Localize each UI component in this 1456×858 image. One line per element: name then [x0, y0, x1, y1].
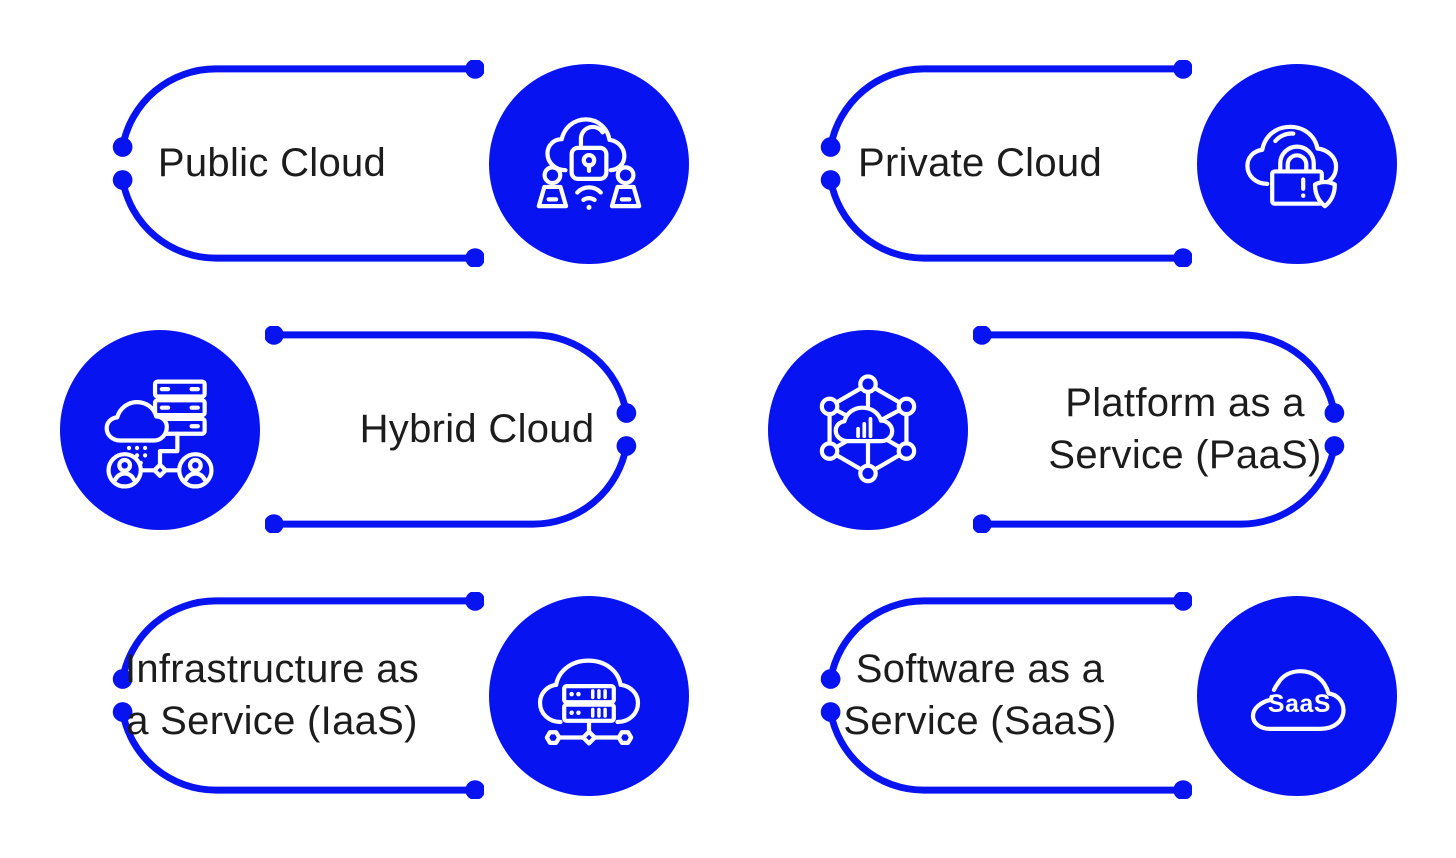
card-label: Private Cloud — [768, 60, 1192, 267]
card-label: Platform as a Service (PaaS) — [973, 326, 1397, 533]
icon-circle — [489, 595, 689, 796]
card-label-line: Service (SaaS) — [843, 698, 1117, 743]
icon-circle: SaaS — [1197, 595, 1397, 796]
iaas-icon — [537, 658, 641, 745]
public-cloud-icon — [536, 116, 642, 210]
pill-outline: Platform as a Service (PaaS) — [973, 326, 1397, 533]
icon-circle — [768, 329, 968, 530]
icon-circle — [489, 63, 689, 264]
card-label: Infrastructure as a Service (IaaS) — [60, 592, 484, 799]
paas-icon — [819, 373, 917, 483]
card-private-cloud: Private Cloud — [768, 60, 1397, 267]
pill-outline: Public Cloud — [60, 60, 484, 267]
card-label-line: Platform as a — [1065, 381, 1305, 426]
card-label-line: Public Cloud — [157, 140, 387, 185]
pill-outline: Private Cloud — [768, 60, 1192, 267]
card-saas: Software as a Service (SaaS) SaaS — [768, 592, 1397, 799]
private-cloud-icon — [1245, 124, 1339, 208]
icon-circle — [1197, 63, 1397, 264]
saas-icon-text: SaaS — [1268, 691, 1331, 718]
pill-outline: Software as a Service (SaaS) — [768, 592, 1192, 799]
card-label-line: a Service (IaaS) — [126, 698, 418, 743]
card-public-cloud: Public Cloud — [60, 60, 689, 267]
card-label: Hybrid Cloud — [265, 326, 689, 533]
card-label-line: Hybrid Cloud — [359, 406, 595, 451]
card-label-line: Private Cloud — [857, 140, 1103, 185]
pill-outline: Hybrid Cloud — [265, 326, 689, 533]
card-label: Public Cloud — [60, 60, 484, 267]
card-label-line: Software as a — [855, 647, 1105, 692]
card-label-line: Infrastructure as — [124, 647, 420, 692]
hybrid-cloud-icon — [104, 379, 214, 489]
icon-circle — [60, 329, 260, 530]
card-label: Software as a Service (SaaS) — [768, 592, 1192, 799]
card-label-line: Service (PaaS) — [1048, 432, 1322, 477]
pill-outline: Infrastructure as a Service (IaaS) — [60, 592, 484, 799]
card-hybrid-cloud: Hybrid Cloud — [60, 326, 689, 533]
saas-icon: SaaS — [1250, 668, 1346, 731]
card-paas: Platform as a Service (PaaS) — [768, 326, 1397, 533]
card-iaas: Infrastructure as a Service (IaaS) — [60, 592, 689, 799]
